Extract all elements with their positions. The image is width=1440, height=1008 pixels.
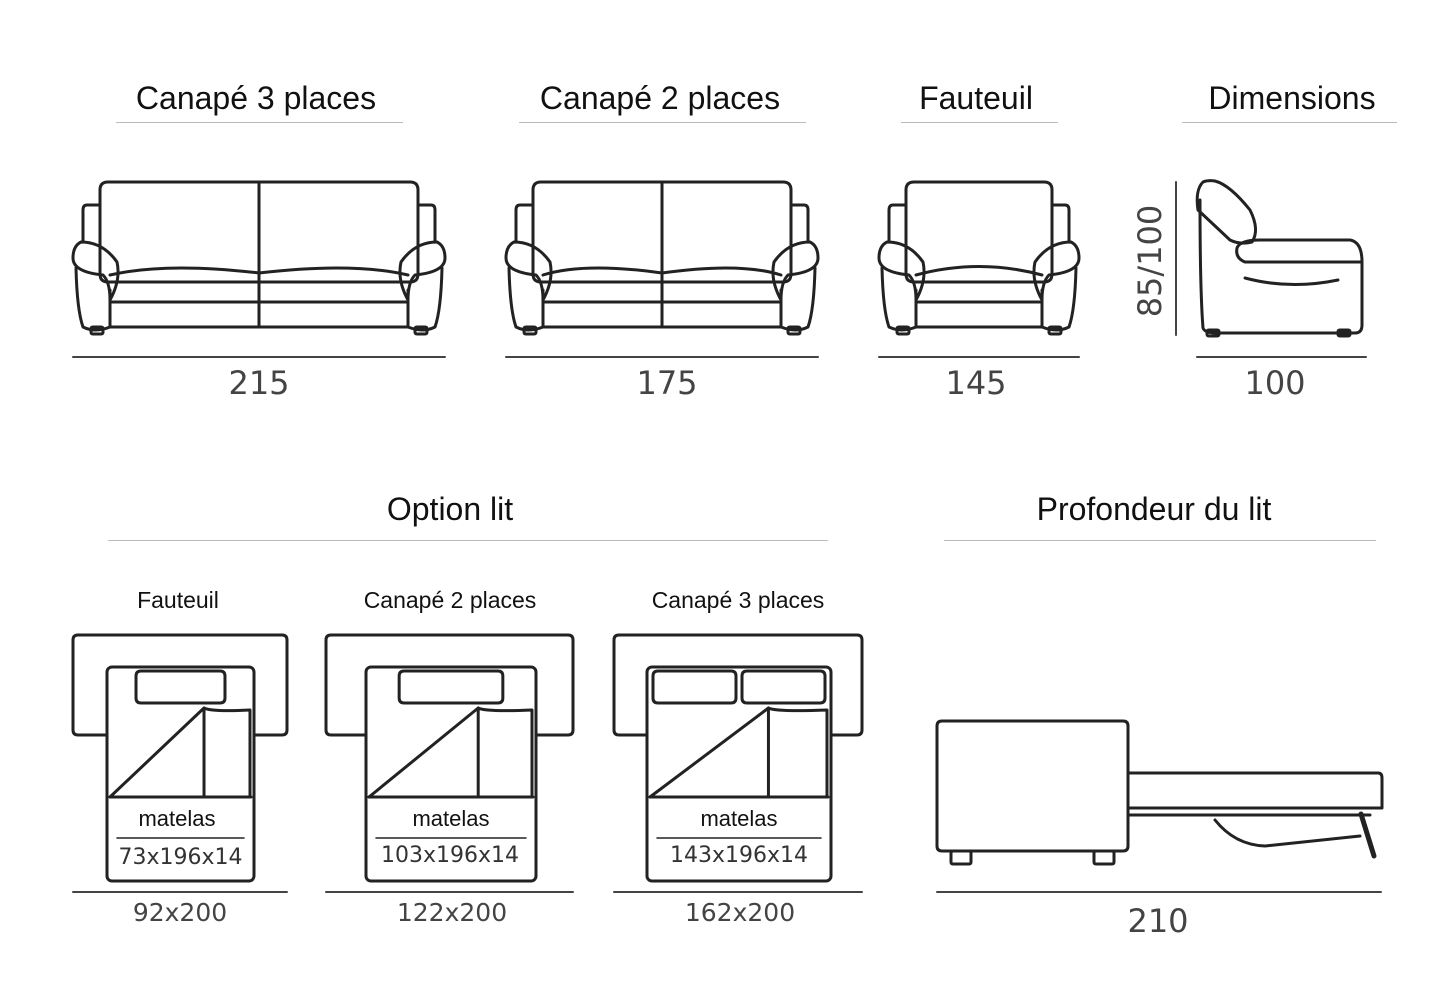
side-seat-curve xyxy=(1243,276,1340,286)
bed-title-canape-3: Canapé 3 places xyxy=(651,587,825,613)
bed-mattress-side xyxy=(1126,771,1384,810)
bed-title-fauteuil: Fauteuil xyxy=(137,587,219,613)
title-profondeur: Profondeur du lit xyxy=(1036,491,1272,527)
mattress-label: matelas xyxy=(700,806,778,831)
mattress-size: 103x196x14 xyxy=(380,843,519,868)
width-canape-3: 215 xyxy=(228,364,290,402)
bed-depth-value: 210 xyxy=(1127,902,1189,940)
title-rule xyxy=(108,540,828,541)
sofa-frame-outline xyxy=(324,633,575,737)
title-rule xyxy=(116,122,403,123)
bed-mattress xyxy=(364,665,538,883)
bed-mechanism xyxy=(1213,818,1362,848)
pillow xyxy=(740,669,827,705)
bed-leg xyxy=(1358,811,1377,859)
width-fauteuil: 145 xyxy=(945,364,1007,402)
sofa-base-lines xyxy=(914,300,1044,329)
mattress-size: 143x196x14 xyxy=(669,843,808,868)
title-rule xyxy=(1182,122,1397,123)
title-dimensions: Dimensions xyxy=(1208,80,1376,116)
sofa-base-lines xyxy=(541,300,783,329)
bed-mattress xyxy=(645,665,833,883)
sofa-arm-left xyxy=(71,240,120,302)
sofa-arm-left xyxy=(504,240,553,302)
sofa-back-posts xyxy=(81,203,437,244)
bed-size-canape-2: 122x200 xyxy=(396,898,508,927)
depth-value: 100 xyxy=(1244,364,1306,402)
pillow xyxy=(651,669,738,705)
title-option-lit: Option lit xyxy=(386,491,514,527)
bed-size-fauteuil: 92x200 xyxy=(132,898,228,927)
bed-mattress xyxy=(105,665,256,883)
side-back-cushion xyxy=(1195,179,1257,245)
title-canape-2: Canapé 2 places xyxy=(539,80,781,116)
sofa-foot xyxy=(895,325,911,336)
pillow xyxy=(134,669,227,705)
sofa-seat-top xyxy=(914,265,1044,277)
mattress-label: matelas xyxy=(138,806,216,831)
title-fauteuil: Fauteuil xyxy=(919,80,1033,116)
bed-size-canape-3: 162x200 xyxy=(684,898,796,927)
blanket-fold xyxy=(367,706,534,799)
sofa-foot xyxy=(949,849,973,866)
title-canape-3: Canapé 3 places xyxy=(135,80,377,116)
width-canape-2: 175 xyxy=(636,364,698,402)
sofa-arm-left xyxy=(877,240,926,302)
sofa-foot xyxy=(522,325,538,336)
title-rule xyxy=(901,122,1058,123)
mattress-label: matelas xyxy=(412,806,490,831)
sofa-arm-right xyxy=(771,240,820,302)
sofa-back-posts xyxy=(887,203,1071,244)
sofa-foot xyxy=(1205,328,1221,338)
sofa-frame-outline xyxy=(612,633,864,737)
pillow xyxy=(397,669,505,705)
blanket-fold xyxy=(108,706,252,799)
bed-title-canape-2: Canapé 2 places xyxy=(363,587,537,613)
sofa-foot xyxy=(1336,328,1352,338)
sofa-foot xyxy=(786,325,802,336)
sofa-arm-right xyxy=(398,240,447,302)
sofa-foot xyxy=(1092,849,1116,866)
title-rule xyxy=(944,540,1376,541)
mattress-size: 73x196x14 xyxy=(118,845,243,870)
sofa-frame-outline xyxy=(71,633,289,737)
title-rule xyxy=(519,122,806,123)
sofa-arm-right xyxy=(1032,240,1081,302)
sofa-foot xyxy=(1047,325,1063,336)
sofa-foot xyxy=(413,325,429,336)
height-value: 85/100 xyxy=(1131,204,1169,318)
sofa-foot xyxy=(89,325,105,336)
sofa-base-lines xyxy=(108,300,410,329)
side-body xyxy=(1198,198,1364,335)
sofa-body-side xyxy=(935,719,1130,853)
sofa-back-posts xyxy=(514,203,810,244)
blanket-fold xyxy=(648,706,829,799)
